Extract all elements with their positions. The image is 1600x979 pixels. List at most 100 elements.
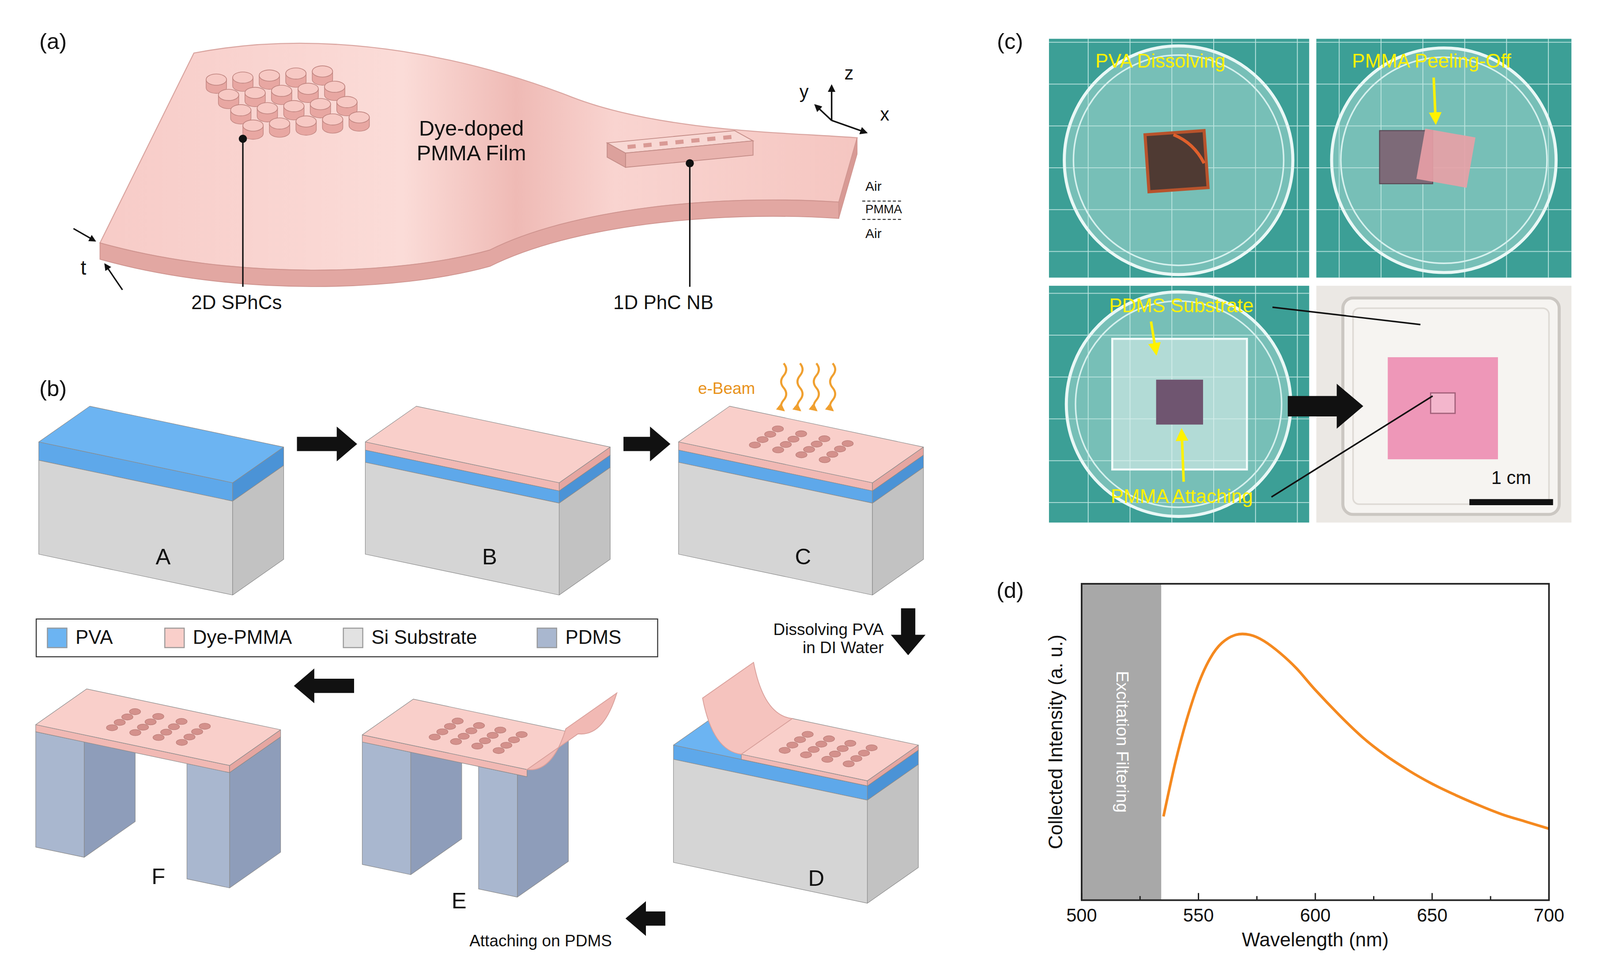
photo-dissolving	[1064, 45, 1294, 275]
photo-attaching	[1049, 285, 1310, 523]
curling-film	[527, 692, 617, 770]
photo-peeling	[1316, 38, 1572, 278]
electron-beam	[813, 363, 819, 411]
edge-label: Dissolving PVA in DI Water	[759, 619, 884, 658]
photo-attaching	[1150, 321, 1157, 354]
stage-slab	[673, 663, 924, 929]
film-top	[100, 43, 858, 271]
legend-text: PVA	[75, 626, 114, 649]
stage-letter: B	[482, 543, 498, 570]
nanobeam-hole	[690, 138, 700, 144]
stage-letter: A	[155, 543, 171, 570]
photo-dissolving	[1144, 130, 1208, 192]
figure-label: 700	[1533, 904, 1565, 926]
figure-label: x	[879, 103, 890, 125]
spectrum-plot	[1081, 583, 1550, 900]
slab-face	[38, 460, 233, 595]
hole	[764, 430, 776, 438]
hole	[815, 740, 827, 748]
figure-label: Collected Intensity (a. u.)	[1045, 634, 1068, 850]
photo-result	[1430, 392, 1455, 414]
photo-attaching	[1049, 285, 1310, 523]
cylinder-top	[348, 111, 370, 123]
pdms-face	[478, 766, 518, 898]
axis-tick	[1197, 892, 1200, 900]
photo-attaching	[1075, 301, 1282, 508]
nanobeam	[625, 140, 754, 168]
photo-dissolving	[1073, 55, 1284, 266]
hole	[191, 728, 203, 735]
axis-tick	[1314, 892, 1317, 900]
electron-beam	[830, 363, 836, 411]
photo-attaching	[1066, 291, 1291, 517]
hole	[516, 731, 528, 738]
stage-letter: D	[807, 864, 825, 891]
cylinder-top	[298, 83, 319, 95]
legend-text: PDMS	[565, 626, 622, 649]
process-arrow	[294, 668, 355, 704]
cylinder-top	[295, 115, 317, 127]
leader-line	[238, 134, 247, 143]
process-stage: A	[38, 400, 289, 600]
legend-swatch	[164, 627, 185, 648]
process-stage: B	[365, 400, 616, 600]
photo-dissolving	[1049, 38, 1310, 278]
electron-beam	[781, 363, 835, 411]
hole	[168, 723, 180, 730]
hole	[796, 451, 808, 458]
photo-peeling	[1331, 48, 1556, 273]
hole	[129, 729, 141, 736]
pdms-face	[186, 763, 230, 888]
photo-dissolving	[1173, 134, 1204, 164]
cylinder-top	[269, 117, 290, 129]
hole	[471, 743, 483, 750]
photo-peeling	[1316, 38, 1572, 278]
hole	[429, 733, 441, 740]
hole	[803, 446, 815, 453]
legend-text: Dye-PMMA	[192, 626, 292, 649]
process-stage: C	[678, 400, 929, 600]
hole	[129, 708, 141, 715]
pdms-face	[362, 741, 411, 875]
legend-swatch	[46, 627, 68, 648]
figure-label: e-Beam	[698, 379, 756, 399]
process-stage: E	[362, 652, 618, 929]
cylinder-top	[242, 120, 264, 132]
figure-label: 600	[1300, 904, 1331, 926]
figure-label: z	[844, 62, 854, 84]
figure-label: Air	[865, 226, 882, 242]
figure-label: Dye-doped PMMA Film	[405, 116, 538, 166]
hole	[749, 441, 761, 449]
hole	[794, 736, 806, 743]
hole	[458, 732, 470, 740]
spectrum-plot	[1081, 583, 1162, 900]
stage-slab	[362, 652, 618, 929]
cylinder-top	[310, 98, 331, 110]
photo-result	[1469, 498, 1554, 506]
hole	[152, 734, 164, 741]
hole	[486, 732, 499, 739]
axis-triad	[830, 85, 833, 121]
figure-label: (d)	[996, 577, 1024, 603]
layer-boundary-dash	[862, 200, 902, 220]
hole	[772, 425, 784, 432]
stage-slab	[678, 400, 929, 600]
hole	[494, 726, 506, 733]
figure-label: (a)	[39, 28, 67, 54]
stage-slab	[38, 400, 289, 600]
leader-line	[689, 163, 691, 287]
cylinder-top	[256, 102, 278, 114]
cylinder-top	[336, 96, 358, 108]
hole	[843, 760, 855, 767]
hole	[787, 436, 799, 443]
process-stage: D	[673, 663, 924, 929]
process-stage: F	[35, 652, 286, 909]
figure-label: 500	[1066, 904, 1097, 926]
cylinder-top	[232, 71, 253, 84]
hole	[183, 733, 195, 740]
axis-tick	[1081, 892, 1550, 900]
figure-label: Wavelength (nm)	[1241, 928, 1389, 951]
nanobeam-holes	[627, 135, 732, 150]
thickness-arrow	[73, 228, 95, 242]
